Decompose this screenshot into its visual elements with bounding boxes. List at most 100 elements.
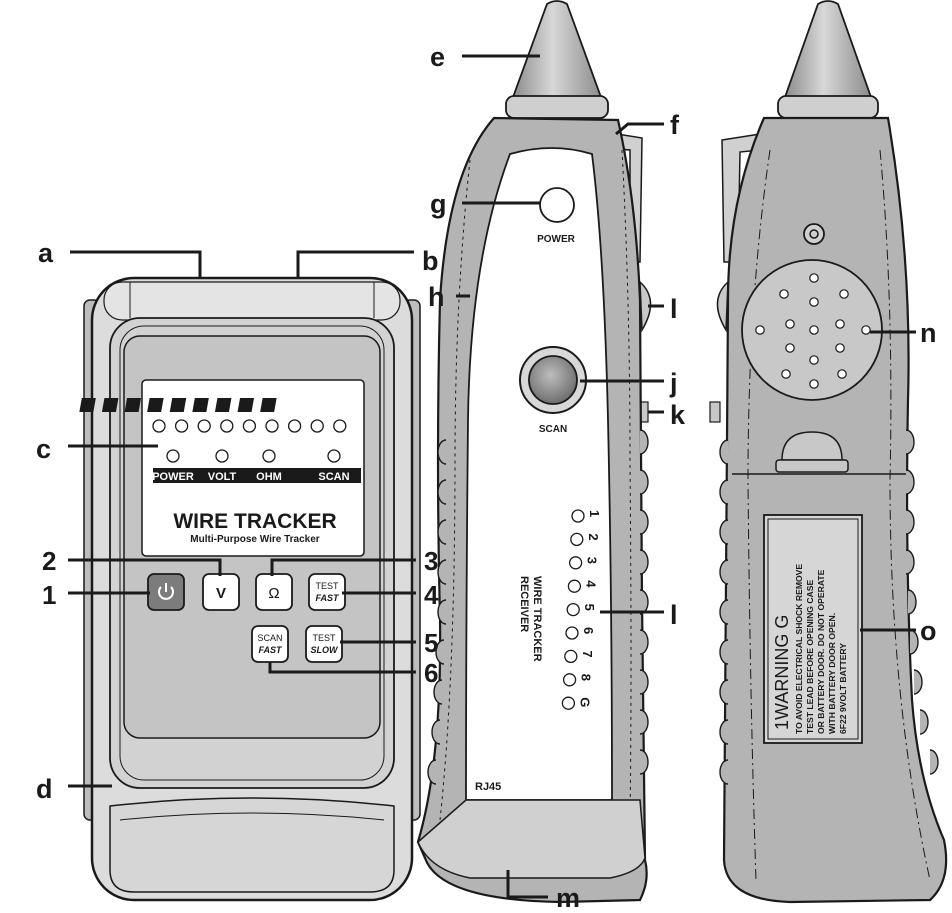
power-button[interactable] <box>147 573 185 611</box>
callout-6: 6 <box>424 658 438 688</box>
transmitter-subtitle: Multi-Purpose Wire Tracker <box>190 534 319 545</box>
receiver-led-label: 2 <box>586 533 601 540</box>
volt-button[interactable]: V <box>202 573 240 611</box>
speaker-hole <box>809 297 819 307</box>
test-fast-button[interactable]: TEST FAST <box>308 573 346 611</box>
channel-led <box>197 419 211 433</box>
back-screw <box>803 223 825 245</box>
receiver-unit: POWER SCAN WIRE TRACKER RECEIVER 1234567… <box>416 0 652 904</box>
receiver-name-line2: RECEIVER <box>518 576 530 632</box>
receiver-led-label: 3 <box>585 557 600 564</box>
mode-labels: POWER VOLT OHM SCAN <box>152 471 349 483</box>
scan-fast-label-top: SCAN <box>257 633 282 643</box>
channel-label: 8 <box>315 399 322 413</box>
mode-led <box>166 449 180 463</box>
receiver-led <box>567 579 582 593</box>
receiver-led <box>566 602 580 617</box>
callout-o: o <box>920 616 937 646</box>
test-fast-label-bottom: FAST <box>315 593 340 603</box>
receiver-led <box>571 509 585 523</box>
volt-button-label: V <box>216 585 226 602</box>
probe-collar <box>505 95 609 119</box>
scan-fast-label-bottom: FAST <box>258 645 283 655</box>
speaker-hole <box>785 343 795 353</box>
channel-led <box>174 419 189 433</box>
callout-2: 2 <box>42 546 56 576</box>
channel-label-bg <box>237 398 255 412</box>
receiver-power-led <box>539 187 575 223</box>
back-probe-collar <box>777 95 879 119</box>
callout-k: k <box>670 400 686 430</box>
transmitter-title: WIRE TRACKER <box>173 510 336 533</box>
channel-led <box>152 419 166 433</box>
ohm-button[interactable]: Ω <box>255 573 293 611</box>
receiver-grip-scallops <box>427 429 649 785</box>
back-side-nub <box>709 401 721 423</box>
receiver-led-label: 6 <box>581 627 596 634</box>
receiver-power-label: POWER <box>537 234 576 245</box>
callout-e: e <box>430 42 445 72</box>
channel-led <box>220 419 234 433</box>
callout-m: m <box>556 883 580 913</box>
test-slow-button[interactable]: TEST SLOW <box>305 625 343 663</box>
speaker-hole <box>835 343 845 353</box>
channel-label-bg <box>169 398 187 412</box>
back-grip-scallops <box>719 429 939 785</box>
test-slow-label-top: TEST <box>312 633 336 643</box>
callouts: a b c d 1 2 3 4 5 6 e f g <box>36 42 937 913</box>
channel-label-bg <box>147 398 164 412</box>
speaker-hole <box>835 319 845 329</box>
test-slow-label-bottom: SLOW <box>311 645 340 655</box>
mode-led <box>327 449 341 463</box>
mode-label: OHM <box>256 471 282 483</box>
mode-label: SCAN <box>318 471 349 483</box>
channel-label-bg <box>79 398 96 412</box>
mode-label: POWER <box>152 471 194 483</box>
channel-label-bg <box>192 398 209 412</box>
speaker-hole <box>861 325 871 335</box>
callout-c: c <box>36 434 51 464</box>
mode-leds <box>166 449 341 463</box>
mode-label: VOLT <box>208 471 237 483</box>
channel-leds <box>152 419 347 433</box>
test-fast-label-top: TEST <box>315 581 339 591</box>
channel-label-bg <box>214 398 232 412</box>
receiver-led <box>564 649 578 664</box>
receiver-scan-button[interactable] <box>519 346 587 414</box>
warning-label <box>763 514 863 744</box>
speaker-hole <box>839 289 849 299</box>
warning-line: 6F22 9VOLT BATTERY <box>838 643 848 734</box>
speaker-hole <box>785 319 795 329</box>
receiver-led-label: 7 <box>580 650 595 657</box>
receiver-led-label: 5 <box>582 604 597 611</box>
scan-fast-button[interactable]: SCAN FAST <box>251 625 289 663</box>
callout-d: d <box>36 774 53 804</box>
probe-tip <box>510 0 604 101</box>
callout-4: 4 <box>424 580 439 610</box>
transmitter-top-cap <box>103 281 401 321</box>
callout-n: n <box>920 318 937 348</box>
callout-g: g <box>430 189 447 219</box>
speaker-grille <box>741 259 883 401</box>
speaker-hole <box>755 325 765 335</box>
speaker-hole <box>809 273 819 283</box>
power-icon <box>158 583 174 600</box>
receiver-led <box>568 556 583 570</box>
channel-led <box>242 419 257 433</box>
channel-label: 7 <box>293 399 301 413</box>
back-side-switch <box>716 280 729 333</box>
channel-led <box>333 419 347 433</box>
callout-b: b <box>422 246 439 276</box>
callout-a: a <box>38 238 54 268</box>
transmitter-bottom-section <box>109 797 395 893</box>
receiver-name-line1: WIRE TRACKER <box>531 576 543 662</box>
callout-5: 5 <box>424 628 438 658</box>
receiver-led-label: 1 <box>587 510 602 517</box>
mode-label-bar <box>153 468 361 483</box>
mode-led <box>215 449 229 463</box>
receiver-led <box>561 696 576 710</box>
